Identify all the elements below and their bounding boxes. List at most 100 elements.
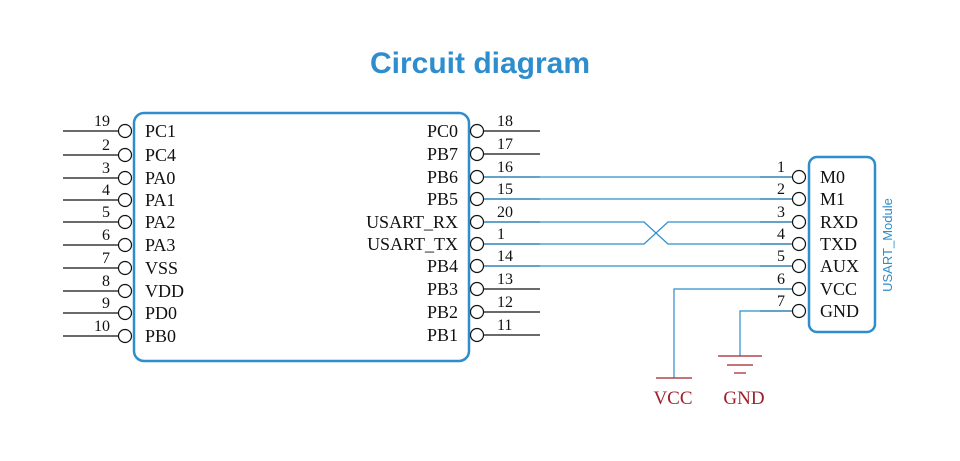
pin-name: PB6 bbox=[427, 167, 458, 187]
pin-circle bbox=[791, 258, 807, 274]
wire-usart-tx-rxd bbox=[484, 221, 792, 245]
mcu-left-pin: 7 VSS bbox=[63, 250, 178, 278]
pin-name: PB1 bbox=[427, 325, 458, 345]
pin-name: PB4 bbox=[427, 256, 458, 276]
pin-circle bbox=[469, 169, 485, 185]
connection-wires bbox=[484, 176, 792, 378]
wire-gnd bbox=[739, 310, 792, 356]
pin-circle bbox=[469, 304, 485, 320]
usart-module-box bbox=[807, 155, 877, 334]
pin-number: 17 bbox=[497, 136, 513, 153]
pin-circle bbox=[117, 123, 133, 139]
pin-number: 15 bbox=[497, 181, 513, 198]
pin-circle bbox=[469, 258, 485, 274]
pin-number: 4 bbox=[777, 226, 785, 243]
pin-number: 10 bbox=[94, 318, 110, 335]
pin-number: 18 bbox=[497, 113, 513, 130]
mcu-right-pins: 18PC017PB716PB615PB520USART_RX1USART_TX1… bbox=[366, 113, 540, 345]
pin-name: PB7 bbox=[427, 144, 458, 164]
pin-circle bbox=[469, 191, 485, 207]
pin-name: PD0 bbox=[145, 303, 177, 323]
mcu-box bbox=[132, 111, 471, 363]
pin-circle bbox=[117, 283, 133, 299]
mcu-left-pin: 8 VDD bbox=[63, 273, 184, 301]
mcu-left-pin: 19 PC1 bbox=[63, 113, 176, 141]
pin-circle bbox=[117, 305, 133, 321]
pin-number: 3 bbox=[102, 160, 110, 177]
pin-circle bbox=[469, 123, 485, 139]
pin-number: 6 bbox=[102, 227, 110, 244]
mcu-left-pin: 6 PA3 bbox=[63, 227, 175, 255]
pin-number: 2 bbox=[102, 137, 110, 154]
pin-circle bbox=[469, 214, 485, 230]
pin-number: 8 bbox=[102, 273, 110, 290]
pin-circle bbox=[469, 281, 485, 297]
pin-name: GND bbox=[820, 301, 859, 321]
pin-circle bbox=[469, 236, 485, 252]
pin-name: VSS bbox=[145, 258, 178, 278]
mcu-left-pin: 5 PA2 bbox=[63, 204, 175, 232]
mcu-right-pin: 13 PB3 bbox=[427, 271, 540, 299]
vcc-label: VCC bbox=[653, 388, 692, 409]
pin-number: 9 bbox=[102, 295, 110, 312]
pin-circle bbox=[117, 214, 133, 230]
module-name: USART_Module bbox=[880, 198, 895, 292]
pin-name: PA3 bbox=[145, 235, 175, 255]
pin-circle bbox=[117, 237, 133, 253]
pin-number: 7 bbox=[102, 250, 110, 267]
pin-number: 16 bbox=[497, 159, 513, 176]
pin-number: 12 bbox=[497, 294, 513, 311]
pin-name: PC0 bbox=[427, 121, 458, 141]
pin-circle bbox=[117, 170, 133, 186]
pin-circle bbox=[117, 192, 133, 208]
pin-number: 5 bbox=[777, 248, 785, 265]
pin-circle bbox=[791, 169, 807, 185]
mcu-left-pin: 10 PB0 bbox=[63, 318, 176, 346]
pin-number: 3 bbox=[777, 204, 785, 221]
gnd-label: GND bbox=[723, 388, 764, 409]
pin-circle bbox=[791, 303, 807, 319]
pin-name: PC1 bbox=[145, 121, 176, 141]
pin-number: 6 bbox=[777, 271, 785, 288]
pin-name: PA0 bbox=[145, 168, 175, 188]
pin-name: TXD bbox=[820, 234, 857, 254]
pin-number: 11 bbox=[497, 317, 512, 334]
pin-name: PB0 bbox=[145, 326, 176, 346]
mcu-right-pin: 18 PC0 bbox=[427, 113, 540, 141]
pin-number: 13 bbox=[497, 271, 513, 288]
pin-number: 5 bbox=[102, 204, 110, 221]
pin-circle bbox=[117, 260, 133, 276]
pin-circle bbox=[117, 147, 133, 163]
pin-name: PA1 bbox=[145, 190, 175, 210]
pin-name: PB3 bbox=[427, 279, 458, 299]
pin-circle bbox=[791, 236, 807, 252]
mcu-left-pin: 3 PA0 bbox=[63, 160, 175, 188]
pin-number: 1 bbox=[497, 226, 505, 243]
pin-number: 2 bbox=[777, 181, 785, 198]
gnd-symbol bbox=[718, 355, 762, 374]
pin-name: VDD bbox=[145, 281, 184, 301]
pin-circle bbox=[469, 146, 485, 162]
pin-name: RXD bbox=[820, 212, 858, 232]
pin-name: USART_RX bbox=[366, 212, 458, 232]
pin-number: 7 bbox=[777, 293, 785, 310]
pin-name: M0 bbox=[820, 167, 845, 187]
power-symbols bbox=[656, 355, 762, 379]
mcu-right-pin: 1 USART_TX bbox=[367, 226, 540, 254]
mcu-left-pin: 9 PD0 bbox=[63, 295, 177, 323]
pin-number: 19 bbox=[94, 113, 110, 130]
pin-name: USART_TX bbox=[367, 234, 458, 254]
pin-circle bbox=[791, 191, 807, 207]
wire-vcc bbox=[673, 288, 792, 378]
module-pin: 7 GND bbox=[760, 293, 859, 321]
pin-name: PA2 bbox=[145, 212, 175, 232]
